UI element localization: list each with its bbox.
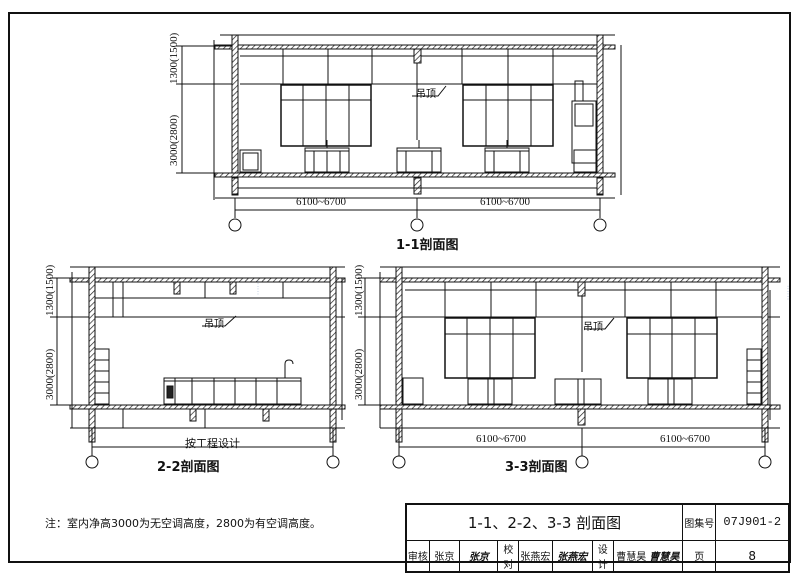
s11-ceiling-label: 吊顶: [416, 89, 436, 100]
page-number: 8: [715, 539, 790, 572]
page-label: 页: [682, 539, 717, 572]
note-text: 注：室内净高3000为无空调高度，2800为有空调高度。: [45, 517, 321, 530]
s11-dim-upper: 1300(1500): [168, 32, 180, 84]
s22-dim-upper: 1300(1500): [44, 264, 56, 316]
review-signature: 张京: [459, 539, 499, 572]
s33-dim-upper: 1300(1500): [353, 264, 365, 316]
atlas-number: 07J901-2: [715, 503, 790, 541]
check-signature: 张燕宏: [551, 539, 593, 572]
design-signature: 曹慧昊: [649, 552, 680, 563]
s33-title: 3-3剖面图: [505, 460, 568, 475]
s22-span-label: 按工程设计: [185, 437, 240, 450]
s22-dim-lower: 3000(2800): [44, 348, 56, 400]
section-3-3-drawing: [358, 266, 781, 469]
review-label: 审核: [405, 539, 430, 572]
s33-dim-lower: 3000(2800): [353, 348, 365, 400]
sheet-border: [8, 12, 791, 563]
design-label: 设计: [591, 539, 614, 572]
atlas-label: 图集号: [682, 503, 717, 541]
drawing-title: 1-1、2-2、3-3 剖面图: [405, 503, 684, 541]
check-name: 张燕宏: [518, 539, 553, 572]
s33-span-right: 6100~6700: [660, 433, 710, 445]
s33-ceiling-label: 吊顶: [583, 322, 603, 333]
design-name-signature: 曹慧昊 曹慧昊: [612, 539, 684, 572]
s11-span-right: 6100~6700: [480, 196, 530, 208]
s22-ceiling-label: 吊顶: [204, 319, 224, 330]
watermark-right: ······: [783, 285, 792, 301]
check-label: 校对: [497, 539, 520, 572]
s11-dim-lower: 3000(2800): [168, 114, 180, 166]
review-name: 张京: [428, 539, 461, 572]
title-block: 1-1、2-2、3-3 剖面图 图集号 07J901-2 审核 张京 张京 校对…: [405, 503, 790, 573]
section-1-1-drawing: [176, 34, 622, 232]
s33-span-left: 6100~6700: [476, 433, 526, 445]
s11-span-left: 6100~6700: [296, 196, 346, 208]
section-2-2-drawing: [50, 266, 346, 469]
s11-title: 1-1剖面图: [396, 238, 459, 253]
watermark-left: ······: [253, 280, 262, 296]
s22-title: 2-2剖面图: [157, 460, 220, 475]
design-name: 曹慧昊: [616, 552, 647, 563]
